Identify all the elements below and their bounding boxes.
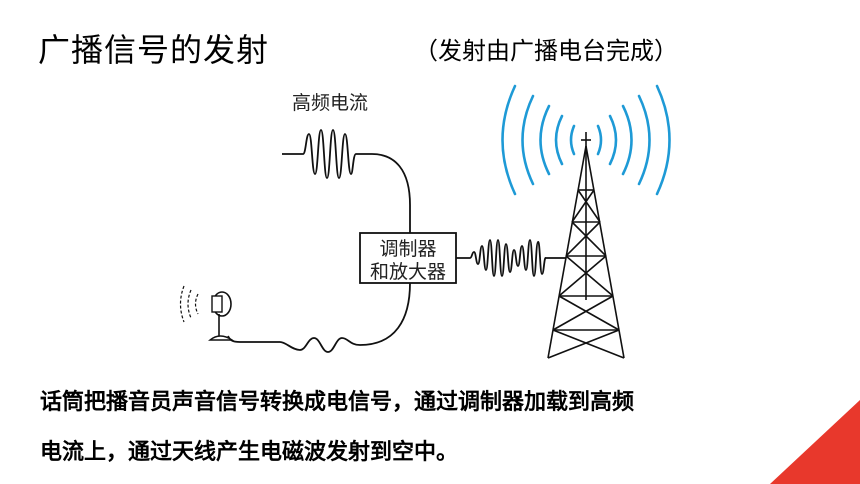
box-label-line1: 调制器 [379,238,436,260]
antenna-tower-icon [547,132,625,359]
carrier-wire [371,153,411,233]
description-line-1: 话筒把播音员声音信号转换成电信号，通过调制器加载到高频 [40,390,635,415]
microphone-icon [179,285,235,341]
page-title: 广播信号的发射 [38,31,270,69]
corner-decoration [770,400,860,484]
description: 话筒把播音员声音信号转换成电信号，通过调制器加载到高频 电流上，通过天线产生电磁… [40,378,830,478]
audio-wire [227,282,411,353]
high-frequency-label: 高频电流 [292,92,368,114]
modulated-wave [456,239,566,277]
radio-waves [501,84,671,196]
high-frequency-wave [282,129,372,179]
box-label-line2: 和放大器 [370,261,446,283]
description-line-2: 电流上，通过天线产生电磁波发射到空中。 [40,440,459,465]
modulator-amplifier-box [359,232,457,284]
page-subtitle: （发射由广播电台完成） [414,37,678,65]
